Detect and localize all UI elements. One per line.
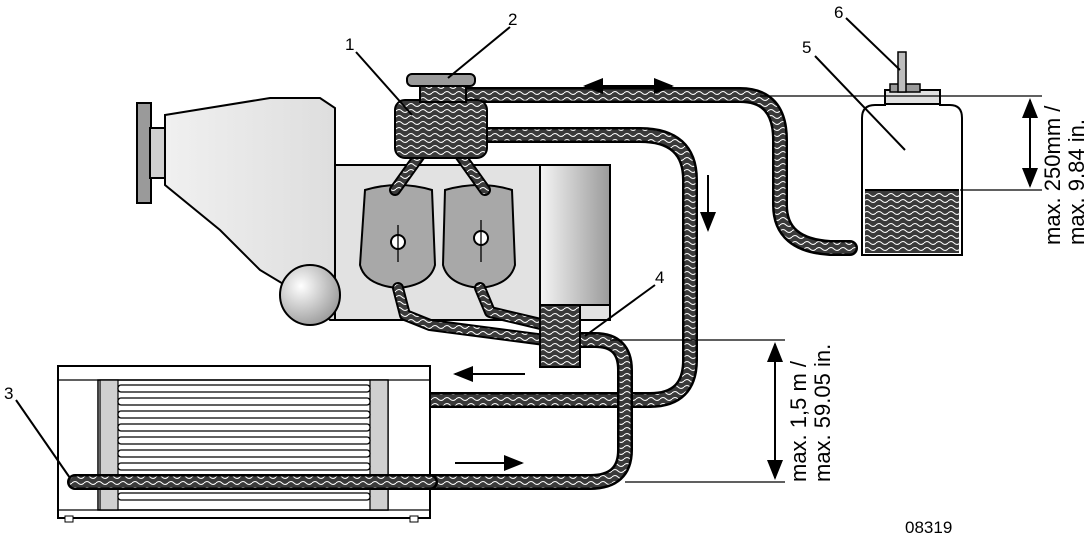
vent-pipe [897, 51, 907, 93]
callout-6: 6 [834, 3, 843, 22]
callout-1: 1 [345, 35, 354, 54]
filler-cap [406, 73, 476, 87]
radiator-height-label-1: max. 1,5 m / [786, 360, 811, 482]
callout-leaders [15, 17, 906, 479]
header-tank [394, 99, 488, 159]
radiator-height-label-2: max. 59.05 in. [810, 344, 835, 482]
callout-4: 4 [655, 268, 664, 287]
starter-motor [279, 264, 341, 326]
radiator-height-dimension [610, 339, 785, 483]
timing-cover [539, 164, 611, 306]
radiator-tubes [117, 384, 371, 501]
coolant-level [865, 190, 959, 253]
coolant-pump [539, 304, 581, 368]
tank-height-dimension [760, 95, 1042, 191]
expansion-tank [861, 83, 963, 256]
figure-number: 08319 [905, 518, 952, 537]
flow-arrows [453, 78, 716, 471]
hoses [67, 87, 858, 490]
tank-height-label-1: max. 250mm / [1040, 105, 1065, 245]
engine-flange [136, 102, 152, 204]
radiator [57, 365, 431, 523]
callout-5: 5 [802, 38, 811, 57]
tank-height-label-2: max. 9.84 in. [1064, 119, 1089, 245]
callout-2: 2 [508, 10, 517, 29]
callout-3: 3 [4, 384, 13, 403]
engine [136, 97, 611, 326]
